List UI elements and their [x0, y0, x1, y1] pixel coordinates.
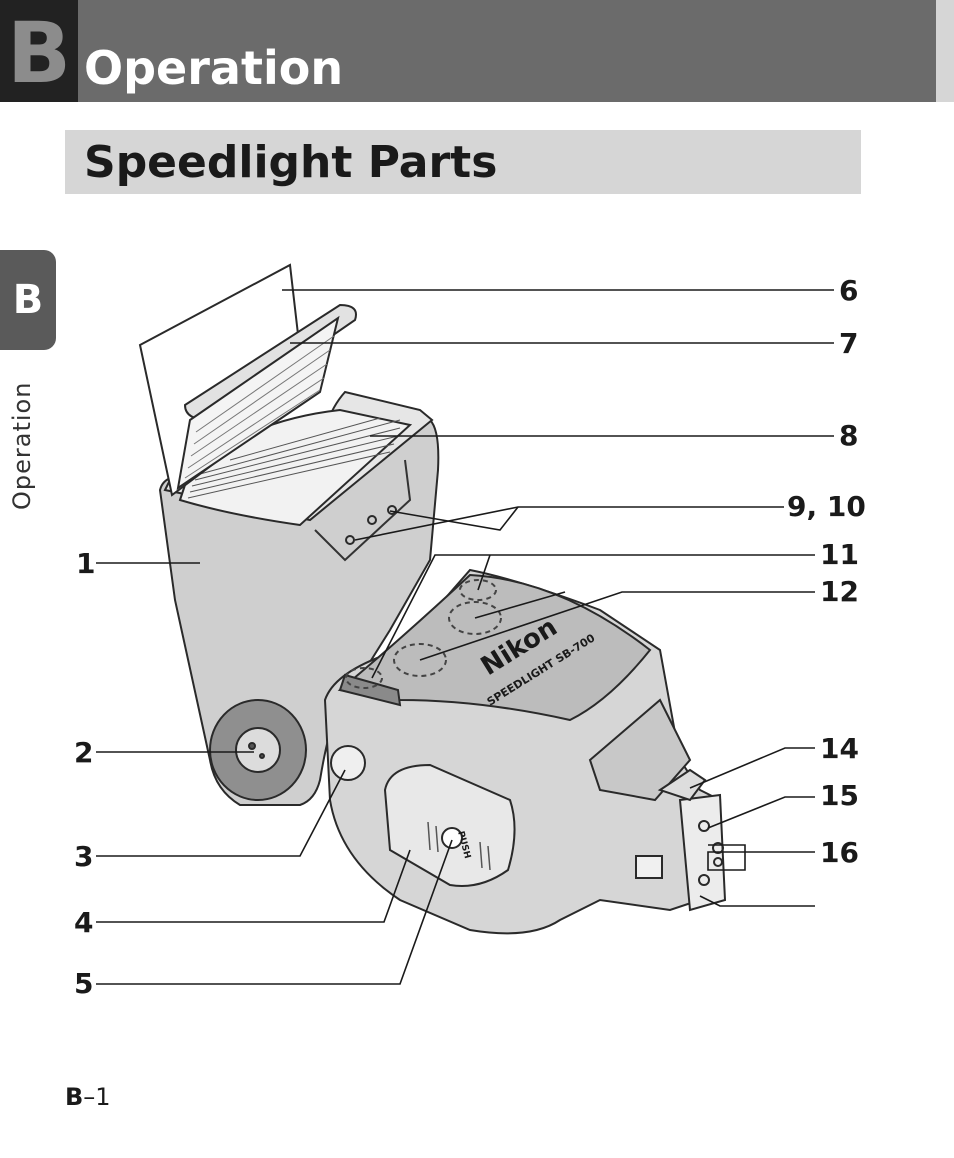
callout-15: 16: [820, 836, 859, 869]
wide-flash-adapter: [183, 303, 357, 422]
header-edge-strip: [936, 0, 954, 102]
callout-4: 4: [74, 906, 94, 939]
battery-door: [383, 763, 516, 887]
callout-8: 8: [839, 419, 859, 452]
callout-13: 14: [820, 732, 859, 765]
side-tab-letter: B: [12, 277, 44, 323]
leader-lines: [96, 289, 834, 985]
chapter-title: Operation: [84, 41, 344, 95]
callout-14: 15: [820, 779, 859, 812]
leader-9-10b: [389, 506, 519, 531]
leader-15: [707, 844, 815, 871]
callout-9-10: 9, 10: [787, 490, 866, 523]
leader-12a: [419, 591, 815, 661]
callout-11: 11: [820, 538, 859, 571]
chapter-letter: B: [6, 4, 72, 102]
callout-2: 2: [74, 736, 94, 769]
section-heading-band: [65, 130, 861, 194]
leader-5: [96, 839, 453, 985]
side-tab: [0, 250, 56, 350]
flash-top-panel: [337, 573, 652, 722]
mounting-foot: [678, 793, 727, 912]
callout-5: 5: [74, 967, 94, 1000]
leader-3: [96, 769, 346, 857]
callout-7: 7: [839, 327, 859, 360]
callout-1: 1: [76, 547, 96, 580]
speedlight-illustration: [138, 263, 727, 935]
page-number: B–1: [65, 1082, 111, 1112]
leader-11a: [371, 554, 815, 679]
page-number-letter: B: [65, 1083, 84, 1111]
callout-6: 6: [839, 274, 859, 307]
section-title: Speedlight Parts: [84, 137, 498, 188]
chapter-header-bar: [0, 0, 936, 102]
chapter-letter-box: [0, 0, 78, 102]
callout-12: 12: [820, 575, 859, 608]
leader-16: [699, 895, 815, 907]
callout-3: 3: [74, 840, 94, 873]
leader-4: [96, 849, 411, 923]
leader-11b: [477, 554, 491, 591]
leader-14: [707, 796, 815, 829]
test-firing-button: [330, 745, 366, 781]
leader-13: [689, 747, 815, 789]
page-number-suffix: –1: [83, 1083, 111, 1111]
leader-12b: [474, 591, 566, 619]
